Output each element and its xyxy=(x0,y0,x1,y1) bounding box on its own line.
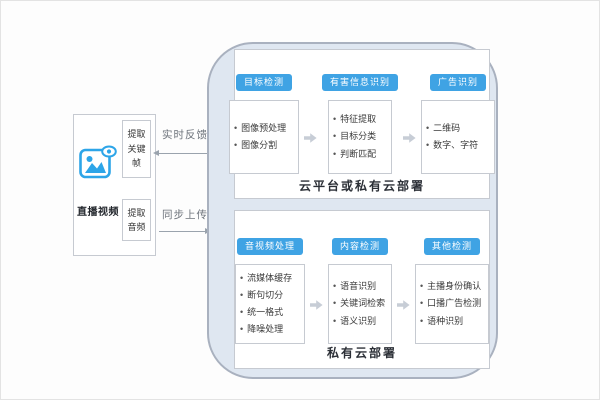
live-video-label: 直播视频 xyxy=(77,207,119,218)
list-item: 特征提取 xyxy=(333,111,387,128)
module-harmful-info: 有害信息识别 特征提取 目标分类 判断匹配 xyxy=(322,74,399,174)
live-video-icon xyxy=(79,144,117,185)
module-header: 有害信息识别 xyxy=(322,74,399,91)
realtime-feedback-arrowhead-icon xyxy=(153,150,159,156)
realtime-feedback-label: 实时反馈 xyxy=(162,129,208,141)
module-header: 广告识别 xyxy=(430,74,487,91)
live-video-source-box: 直播视频 提取关键帧 提取音频 xyxy=(73,114,156,256)
module-list: 特征提取 目标分类 判断匹配 xyxy=(328,100,392,174)
extract-keyframes-box: 提取关键帧 xyxy=(122,120,151,178)
module-av-processing: 音视频处理 流媒体缓存 断句切分 统一格式 降噪处理 xyxy=(235,238,305,344)
list-item: 目标分类 xyxy=(333,128,387,145)
list-item: 判断匹配 xyxy=(333,146,387,163)
list-item: 数字、字符 xyxy=(426,137,490,154)
list-item: 图像分割 xyxy=(234,137,294,154)
list-item: 流媒体缓存 xyxy=(240,270,300,287)
module-object-detection: 目标检测 图像预处理 图像分割 xyxy=(229,74,299,174)
cloud-section-label: 云平台或私有云部署 xyxy=(298,179,425,193)
right-flow-arrow-icon xyxy=(403,131,416,149)
module-list: 主播身份确认 口播广告检测 语种识别 xyxy=(415,264,489,344)
list-item: 主播身份确认 xyxy=(420,278,484,295)
module-list: 图像预处理 图像分割 xyxy=(229,100,299,174)
list-item: 断句切分 xyxy=(240,287,300,304)
module-header: 目标检测 xyxy=(235,74,292,91)
module-list: 二维码 数字、字符 xyxy=(421,100,496,174)
private-section: 音视频处理 流媒体缓存 断句切分 统一格式 降噪处理 内容检测 语音识别 关键词… xyxy=(234,210,490,369)
list-item: 统一格式 xyxy=(240,304,300,321)
list-item: 图像预处理 xyxy=(234,120,294,137)
module-header: 音视频处理 xyxy=(236,238,303,255)
sync-upload-label: 同步上传 xyxy=(162,209,208,221)
cloud-section: 目标检测 图像预处理 图像分割 有害信息识别 特征提取 目标分类 判断匹配 xyxy=(229,49,496,199)
module-list: 流媒体缓存 断句切分 统一格式 降噪处理 xyxy=(235,264,305,344)
module-header: 其他检测 xyxy=(423,238,480,255)
list-item: 口播广告检测 xyxy=(420,295,484,312)
list-item: 降噪处理 xyxy=(240,321,300,338)
module-ad-recognition: 广告识别 二维码 数字、字符 xyxy=(421,74,496,174)
list-item: 语音识别 xyxy=(333,278,387,295)
right-flow-arrow-icon xyxy=(304,131,317,149)
module-content-detection: 内容检测 语音识别 关键词检索 语义识别 xyxy=(328,238,392,344)
right-flow-arrow-icon xyxy=(397,298,410,316)
extract-audio-box: 提取音频 xyxy=(122,199,151,241)
module-list: 语音识别 关键词检索 语义识别 xyxy=(328,264,392,344)
right-flow-arrow-icon xyxy=(310,298,323,316)
list-item: 二维码 xyxy=(426,120,490,137)
module-header: 内容检测 xyxy=(331,238,388,255)
list-item: 语种识别 xyxy=(420,313,484,330)
module-other-detection: 其他检测 主播身份确认 口播广告检测 语种识别 xyxy=(415,238,489,344)
realtime-feedback-line xyxy=(159,153,207,154)
list-item: 关键词检索 xyxy=(333,295,387,312)
sync-upload-line xyxy=(159,231,207,232)
private-section-label: 私有云部署 xyxy=(326,346,397,360)
list-item: 语义识别 xyxy=(333,313,387,330)
